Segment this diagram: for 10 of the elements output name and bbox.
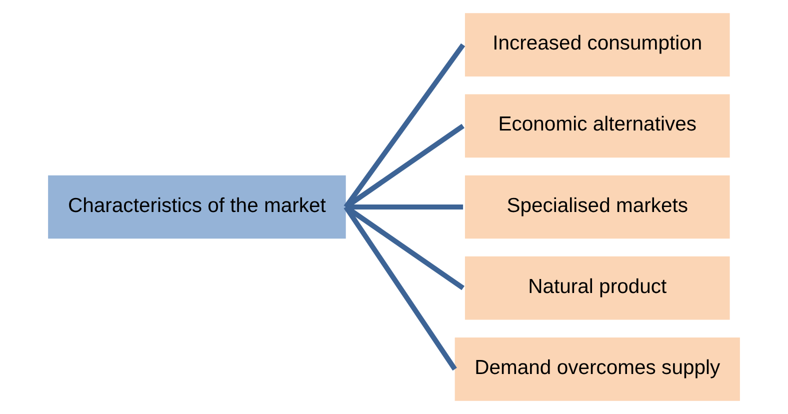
node-box: Demand overcomes supply: [454, 338, 740, 401]
connector: [344, 206, 457, 371]
connector: [344, 43, 466, 208]
node-box: Natural product: [464, 256, 730, 320]
node-box: Increased consumption: [464, 13, 730, 76]
node-box: Specialised markets: [464, 175, 730, 239]
connector: [344, 124, 464, 210]
connector: [344, 204, 464, 290]
node-box: Economic alternatives: [464, 94, 730, 158]
node-box: Characteristics of the market: [48, 175, 346, 239]
